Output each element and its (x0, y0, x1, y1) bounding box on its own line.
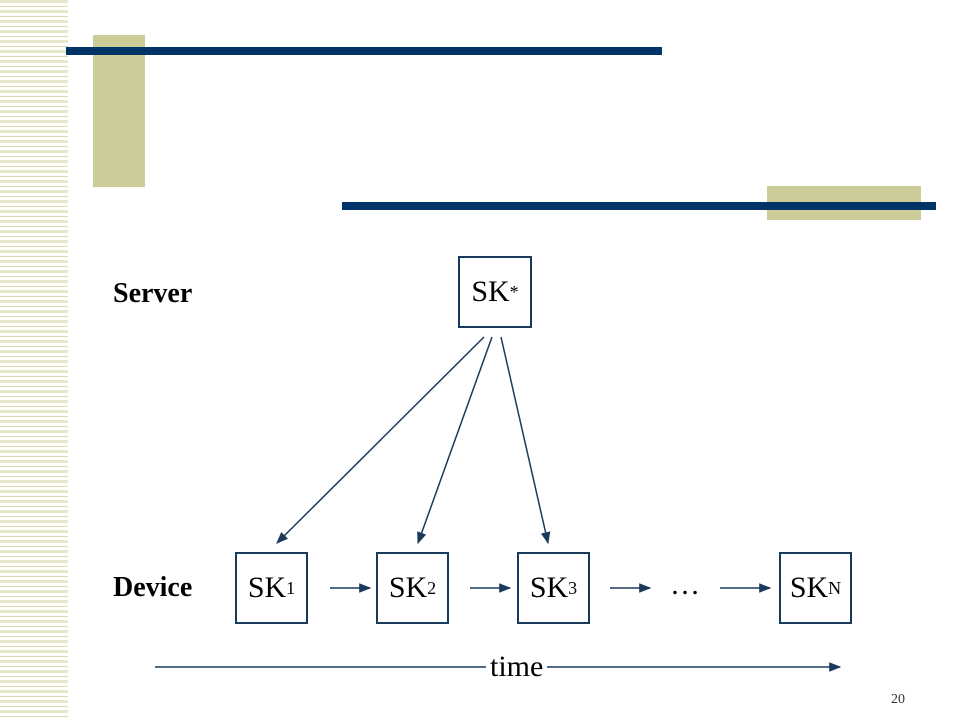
decorative-stripes (0, 0, 68, 720)
device-key-base: SK (388, 571, 428, 604)
server-label: Server (113, 278, 193, 309)
arrow-server-to-sk3 (500, 336, 551, 545)
title-bar-bottom (342, 202, 936, 210)
device-label: Device (113, 572, 193, 603)
device-key-base: SK (789, 571, 829, 604)
ellipsis: … (670, 568, 700, 601)
server-key-box: SK* (458, 256, 532, 328)
page-number: 20 (891, 692, 905, 707)
time-label: time (486, 650, 548, 684)
arrow-server-to-sk1 (276, 336, 485, 544)
device-key-base: SK (247, 571, 287, 604)
device-key-base: SK (529, 571, 569, 604)
decorative-block-top (93, 35, 145, 187)
title-bar-top (66, 47, 662, 55)
arrow-server-to-sk2 (417, 336, 493, 545)
server-key-base: SK (471, 275, 510, 308)
